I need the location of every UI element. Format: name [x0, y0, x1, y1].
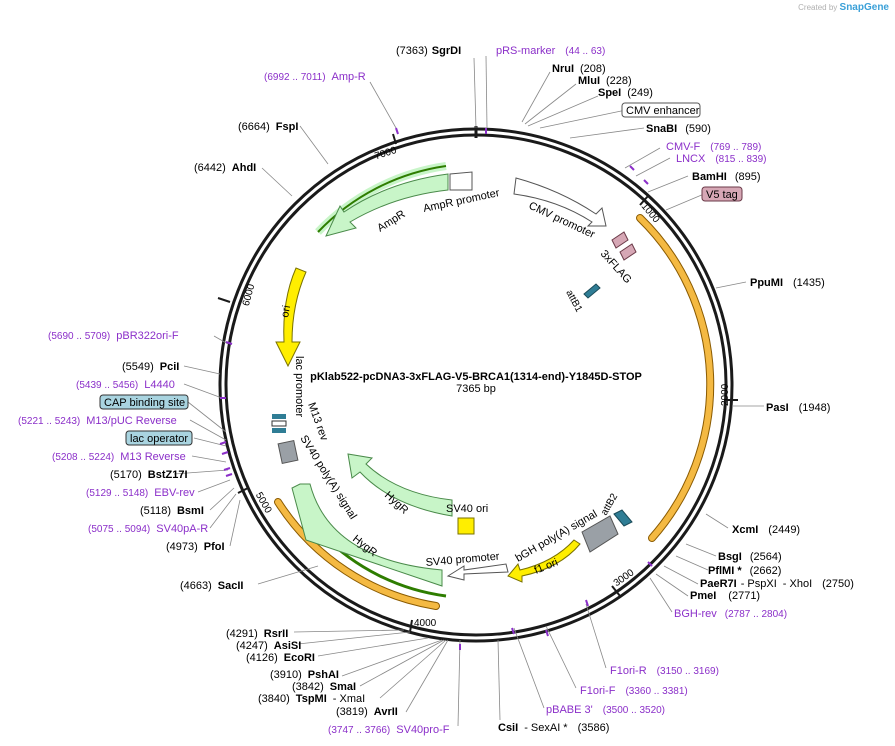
lac-operator-marker: [272, 428, 286, 433]
lac-operator-text: lac operator: [130, 433, 188, 445]
enzyme-sgrdi: (7363)SgrDI: [396, 45, 461, 57]
enzyme-asisi: (4247)AsiSI: [236, 640, 301, 652]
hygr-inner-arrow: [347, 453, 453, 517]
primer-ebv-rev: (5129 .. 5148)EBV-rev: [86, 487, 195, 499]
f1-ori-arrow: [507, 539, 581, 583]
enzyme-bstz17i: (5170)BstZ17I: [110, 469, 188, 481]
primer-l4440: (5439 .. 5456)L4440: [76, 379, 175, 391]
creator-credit: Created by SnapGene: [798, 2, 889, 13]
enzyme-pasi: PasI(1948): [766, 402, 830, 414]
brca1-band: [637, 215, 714, 541]
enzyme-avrii: (3819)AvrII: [336, 706, 398, 718]
bgh-polya-box: [581, 515, 619, 553]
primer-amp-r: (6992 .. 7011)Amp-R: [264, 71, 366, 83]
flag-box-1: [611, 231, 629, 249]
attb1-marker: [583, 283, 601, 299]
ring-tick-label-6000: 6000: [241, 282, 257, 307]
snapgene-logo-text: SnapGene: [839, 2, 889, 13]
enzyme-pmei: PmeI(2771): [690, 590, 760, 602]
creator-prefix: Created by: [798, 3, 838, 12]
primer-prs-marker: pRS-marker(44 .. 63): [496, 45, 605, 57]
cmv-enhancer-text: CMV enhancer: [626, 105, 700, 117]
enzyme-pfoi: (4973)PfoI: [166, 541, 225, 553]
lac-operator-tag: lac operator: [125, 430, 193, 446]
sv40-ori-box: [457, 517, 475, 535]
ampr-label: AmpR: [375, 208, 407, 234]
enzyme-tspmi: (3840)TspMI- XmaI: [258, 693, 365, 705]
enzyme-smai: (3842)SmaI: [292, 681, 356, 693]
v5-tag-label: V5 tag: [701, 186, 743, 202]
sv40-promoter-arrow: [446, 563, 509, 581]
cap-site-tag: CAP binding site: [99, 394, 189, 410]
hygr-outer-arrow: [291, 483, 443, 587]
enzyme-mlui: MluI(228): [578, 75, 632, 87]
ring-tick-label-4000: 4000: [414, 618, 437, 629]
ring-tick-2000: 2000: [720, 383, 738, 406]
primer-sv40pro-f: (3747 .. 3766)SV40pro-F: [328, 724, 450, 736]
primer-pbr322ori-f: (5690 .. 5709)pBR322ori-F: [48, 330, 179, 342]
enzyme-paer7i: PaeR7I- PspXI- XhoI(2750): [700, 578, 854, 590]
cap-site-marker: [272, 414, 286, 419]
enzyme-csii: CsiI- SexAI *(3586): [498, 722, 609, 734]
ampr-arrow: [325, 173, 449, 237]
primer-m13-reverse: (5208 .. 5224)M13 Reverse: [52, 451, 186, 463]
lac-promoter-label: lac promoter: [293, 356, 305, 417]
sv40-pa-box: [277, 439, 299, 465]
cmv-promoter-arrow: [513, 177, 607, 227]
ori-arrow: [275, 267, 307, 368]
f1-ori-label: f1 ori: [533, 556, 560, 576]
enzyme-bsmi: (5118)BsmI: [140, 505, 204, 517]
primer-f1ori-r: F1ori-R(3150 .. 3169): [610, 665, 719, 677]
leader-lines: [173, 55, 764, 727]
ampr-promoter-arrow: [449, 171, 473, 191]
enzyme-ppumi: PpuMI(1435): [750, 277, 825, 289]
ring-tick-label-2000: 2000: [720, 383, 731, 406]
ring-tick-4000: 4000: [409, 618, 437, 633]
primer-m13-puc-reverse: (5221 .. 5243)M13/pUC Reverse: [18, 415, 177, 427]
primer-sv40pa-r: (5075 .. 5094)SV40pA-R: [88, 523, 208, 535]
enzyme-pcii: (5549)PciI: [122, 361, 179, 373]
plasmid-name: pKlab522-pcDNA3-3xFLAG-V5-BRCA1(1314-end…: [310, 371, 642, 383]
sv40-band: [275, 499, 439, 609]
enzyme-pshai: (3910)PshAI: [270, 669, 339, 681]
enzyme-spei: SpeI(249): [598, 87, 653, 99]
enzyme-sacii: (4663)SacII: [180, 580, 243, 592]
ori-label: ori: [279, 304, 293, 318]
sv40-ori-label: SV40 ori: [446, 503, 488, 515]
primer-pbabe3: pBABE 3'(3500 .. 3520): [546, 704, 665, 716]
ampr-band-line: [317, 165, 447, 233]
lac-promoter-marker: [271, 420, 287, 427]
enzyme-ahdi: (6442)AhdI: [194, 162, 256, 174]
plasmid-length: 7365 bp: [456, 383, 496, 395]
flag-box-2: [619, 243, 637, 261]
primer-f1ori-f: F1ori-F(3360 .. 3381): [580, 685, 688, 697]
primer-lncx: LNCX(815 .. 839): [676, 153, 767, 165]
primer-ticks: [219, 127, 653, 650]
attb2-marker: [613, 509, 633, 527]
enzyme-bsgi: BsgI(2564): [718, 551, 782, 563]
enzyme-bamhi: BamHI(895): [692, 171, 761, 183]
v5-tag-text: V5 tag: [706, 189, 738, 201]
enzyme-snabi: SnaBI(590): [646, 123, 711, 135]
enzyme-nrui: NruI(208): [552, 63, 606, 75]
attb1-label: attB1: [563, 288, 584, 314]
cap-site-text: CAP binding site: [104, 397, 185, 409]
enzyme-fspi: (6664)FspI: [238, 121, 298, 133]
enzyme-xcmi: XcmI(2449): [732, 524, 800, 536]
primer-cmv-f: CMV-F(769 .. 789): [666, 141, 761, 153]
primer-bgh-rev: BGH-rev(2787 .. 2804): [674, 608, 787, 620]
cmv-enhancer-tag: CMV enhancer: [621, 102, 701, 118]
enzyme-rsrii: (4291)RsrII: [226, 628, 288, 640]
enzyme-pflmi: PflMI *(2662): [708, 565, 781, 577]
enzyme-ecori: (4126)EcoRI: [246, 652, 315, 664]
